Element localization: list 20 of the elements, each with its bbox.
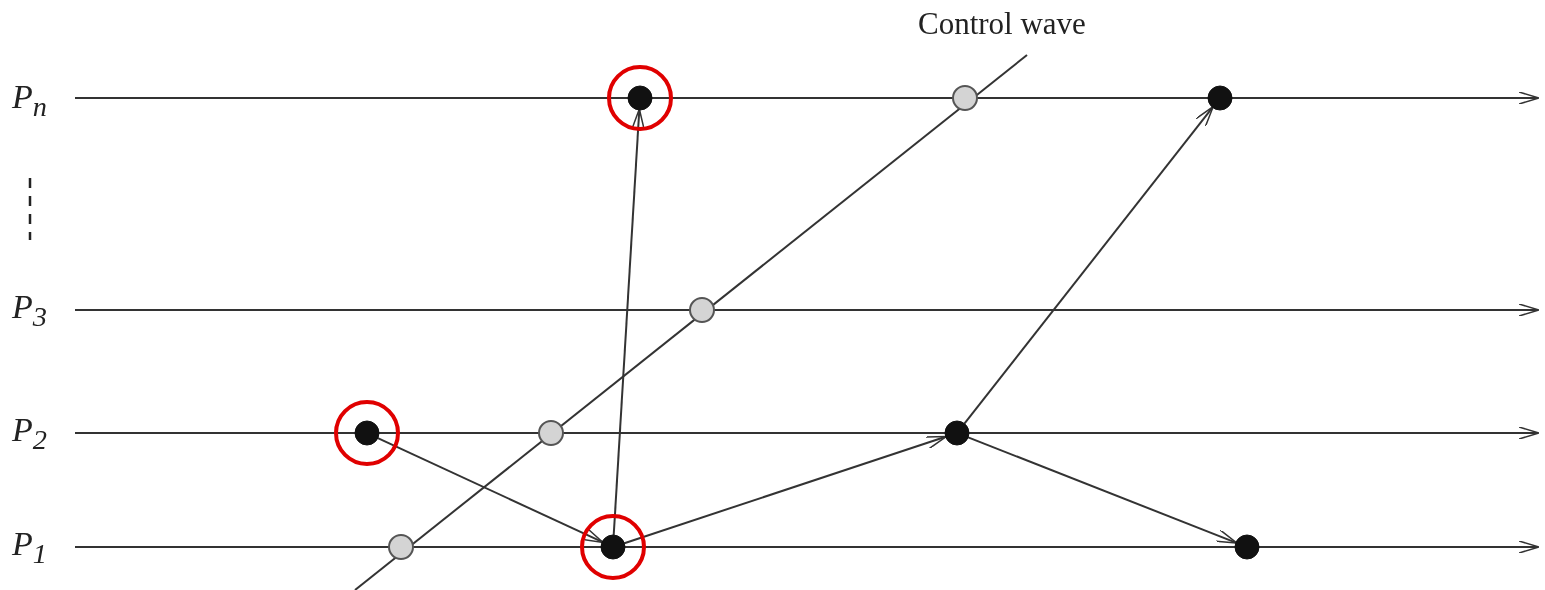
message-arrow [963, 105, 1214, 425]
control-wave-label: Control wave [918, 8, 1086, 39]
message-arrow [623, 435, 948, 545]
message-arrow [376, 437, 604, 544]
checkpoint-circle [952, 85, 978, 111]
event-dot [1207, 85, 1233, 111]
process-label: P$_{3}$ [12, 290, 47, 332]
checkpoint-circle [538, 420, 564, 446]
event-dot [600, 534, 626, 560]
checkpoint-circle [689, 297, 715, 323]
process-label: P$_{1}$ [12, 527, 47, 569]
event-dot [354, 420, 380, 446]
message-arrow [612, 108, 645, 536]
event-dot [1234, 534, 1260, 560]
event-dot [627, 85, 653, 111]
checkpoint-circle [388, 534, 414, 560]
message-arrow [967, 436, 1238, 544]
event-dot [944, 420, 970, 446]
process-label: P$_{2}$ [12, 413, 47, 455]
process-label: P$_{n}$ [12, 80, 47, 122]
